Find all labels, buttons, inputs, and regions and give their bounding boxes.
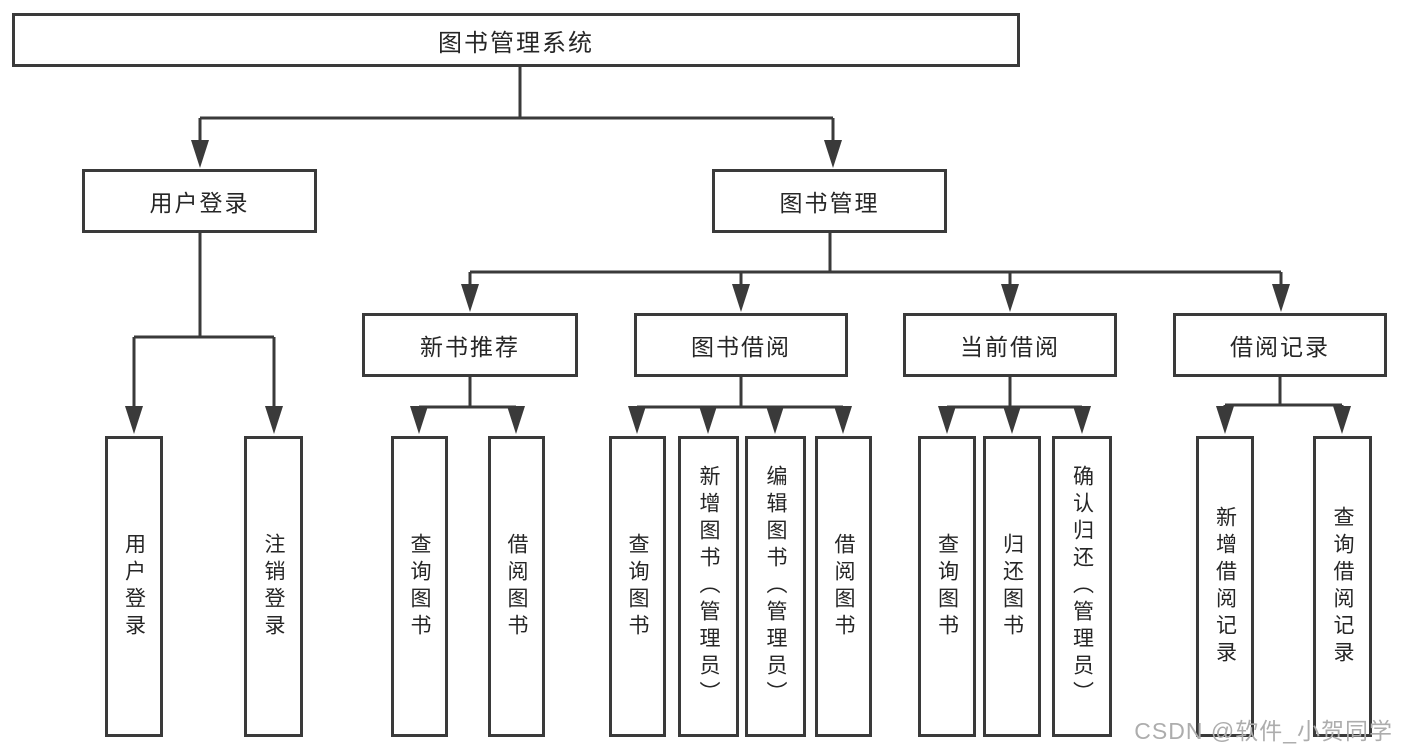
- connector-current-to-leaves: [945, 377, 1084, 410]
- arrowhead-icon: [938, 406, 956, 434]
- leaf-logout: 注销登录: [244, 436, 303, 737]
- csdn-watermark: CSDN @软件_小贺同学: [1134, 718, 1393, 744]
- connector-records-to-leaves: [1223, 377, 1344, 410]
- arrowhead-icon: [1272, 284, 1290, 312]
- node-book-borrowing: 图书借阅: [634, 313, 848, 377]
- leaf-query-books-newrec: 查询图书: [391, 436, 448, 737]
- node-current-borrowing: 当前借阅: [903, 313, 1117, 377]
- leaf-edit-books-admin: 编辑图书（管理员）: [745, 436, 806, 737]
- connector-bookmgmt-to-level3: [468, 233, 1283, 288]
- leaf-user-login: 用户登录: [105, 436, 163, 737]
- leaf-query-books-borrow: 查询图书: [609, 436, 666, 737]
- leaf-borrow-books-newrec: 借阅图书: [488, 436, 545, 737]
- arrowhead-icon: [1216, 406, 1234, 434]
- leaf-query-borrow-record: 查询借阅记录: [1313, 436, 1372, 737]
- arrowhead-icon: [732, 284, 750, 312]
- arrowhead-icon: [507, 406, 525, 434]
- connector-borrow-to-leaves: [635, 377, 845, 410]
- leaf-query-books-current: 查询图书: [918, 436, 976, 737]
- arrowhead-icon: [1073, 406, 1091, 434]
- arrowhead-icon: [461, 284, 479, 312]
- leaf-confirm-return-admin: 确认归还（管理员）: [1052, 436, 1112, 737]
- arrowhead-icon: [824, 140, 842, 168]
- node-borrowing-records: 借阅记录: [1173, 313, 1387, 377]
- connector-root-to-level2: [198, 67, 835, 144]
- node-user-login: 用户登录: [82, 169, 317, 233]
- node-book-management-system: 图书管理系统: [12, 13, 1020, 67]
- arrowhead-icon: [1001, 284, 1019, 312]
- arrowhead-icon: [628, 406, 646, 434]
- arrowhead-icon: [1333, 406, 1351, 434]
- leaf-add-books-admin: 新增图书（管理员）: [678, 436, 739, 737]
- arrowhead-icon: [265, 406, 283, 434]
- arrowhead-icon: [410, 406, 428, 434]
- connector-userlogin-to-leaves: [132, 233, 276, 410]
- arrowhead-icon: [766, 406, 784, 434]
- leaf-return-books: 归还图书: [983, 436, 1041, 737]
- arrowhead-icon: [125, 406, 143, 434]
- arrowheads: [125, 140, 1351, 434]
- arrowhead-icon: [191, 140, 209, 168]
- leaf-add-borrow-record: 新增借阅记录: [1196, 436, 1254, 737]
- connector-newrec-to-leaves: [417, 377, 518, 410]
- arrowhead-icon: [834, 406, 852, 434]
- node-book-management: 图书管理: [712, 169, 947, 233]
- arrowhead-icon: [699, 406, 717, 434]
- leaf-borrow-books: 借阅图书: [815, 436, 872, 737]
- arrowhead-icon: [1003, 406, 1021, 434]
- node-new-book-recommend: 新书推荐: [362, 313, 578, 377]
